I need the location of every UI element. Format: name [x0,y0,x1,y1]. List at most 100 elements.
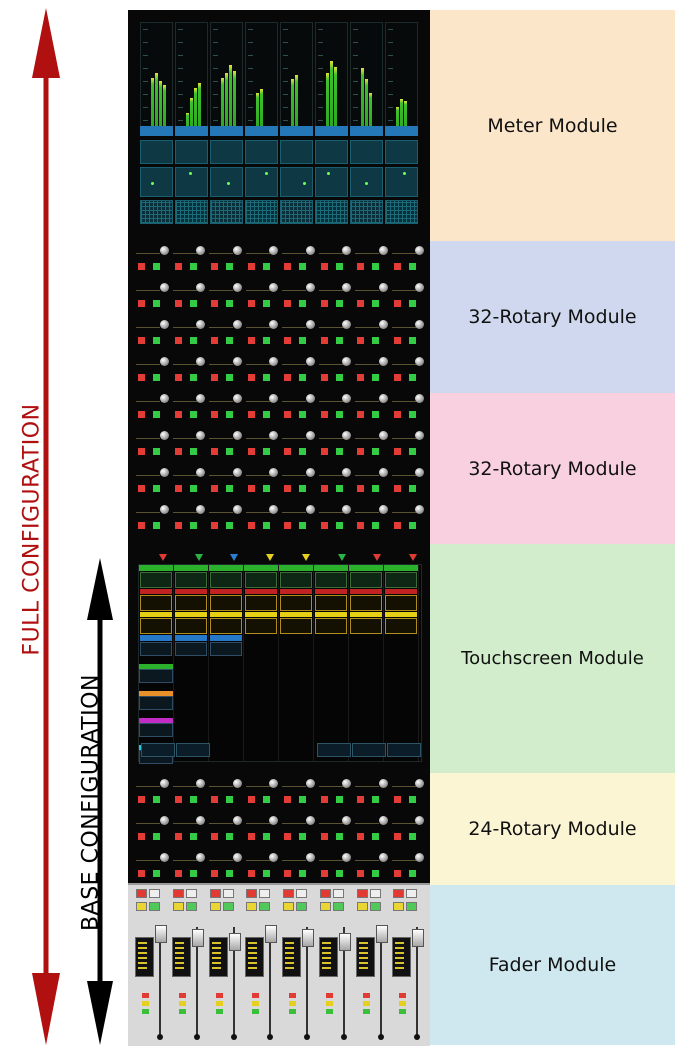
knob-icon [342,320,351,329]
level-led [399,1001,407,1006]
rotary-encoder [171,464,208,501]
fader-strip [206,889,243,1041]
mute-button [284,374,291,381]
level-led [325,1001,333,1006]
knob-icon [159,246,169,255]
select-button [299,796,306,803]
level-led [289,993,296,998]
rotary-encoder [280,279,317,316]
select-button [299,870,306,877]
scroll-arrow [368,552,386,562]
knob-icon [342,283,351,292]
rotary-encoder [244,812,281,849]
mute-button [174,522,182,529]
rotary-encoder [134,279,171,316]
fader-cap [375,925,388,943]
fader-cap [412,929,425,947]
mute-button [174,796,182,803]
scroll-arrow [136,552,154,571]
meter-bar [225,73,228,133]
mute-button [209,889,221,898]
scope-display [350,140,383,164]
mute-button [284,448,291,455]
select-button [189,411,197,418]
touchscreen-footer-button [352,743,386,757]
select-button [189,374,197,381]
rotary-encoder [134,812,171,849]
mute-button [320,411,328,418]
scribble-strip [135,937,154,977]
select-button [283,902,294,911]
rotary-encoder [353,464,390,501]
rotary-encoder [207,316,244,353]
scribble-strip [282,937,301,977]
rotary-module-label-2: 32-Rotary Module [468,457,637,480]
select-button [335,833,343,840]
solo-button [222,889,234,898]
rotary-encoder [134,775,171,812]
rotary-encoder [207,427,244,464]
scroll-arrow [225,552,243,562]
meter-bar [295,75,298,133]
rotary-module-label-1: 32-Rotary Module [468,306,637,328]
rotary-encoder [207,279,244,316]
scroll-arrow [279,552,297,571]
knob-icon [232,468,242,477]
mute-button [247,833,255,840]
knob-icon [415,505,424,514]
knob-icon [269,357,278,366]
scroll-arrow [261,552,279,562]
select-button [393,902,405,911]
select-button [153,300,160,307]
mute-button [174,263,182,270]
rec-button [149,902,160,911]
scope-display [385,140,418,164]
knob-icon [232,505,242,514]
meter-channel [140,22,173,134]
fader-cap [265,925,278,943]
select-button [335,411,343,418]
channel-name-strip [385,126,418,136]
knob-icon [269,505,278,514]
level-led [178,1009,186,1014]
mute-button [138,300,145,307]
mute-button [284,263,291,270]
rotary-encoder [317,849,354,885]
meter-bar [260,89,263,133]
select-button [189,337,197,344]
meter-bar [221,78,224,133]
mute-button [357,337,364,344]
select-button [335,522,343,529]
rotary-24-module-image [128,775,430,885]
select-button [335,374,343,381]
select-button [335,448,343,455]
rotary-encoder [390,353,427,390]
knob-icon [305,320,315,329]
mute-button [138,796,145,803]
mute-button [211,522,218,529]
mute-button [393,796,401,803]
meter-bar [256,93,259,133]
channel-name-strip [315,126,348,136]
select-button [153,485,160,492]
mute-button [357,374,364,381]
rotary-encoder [353,390,390,427]
knob-icon [342,246,351,255]
select-button [226,870,233,877]
rotary-encoder [207,353,244,390]
level-led [362,1001,370,1006]
meter-bar [396,107,399,133]
mute-button [247,263,255,270]
meter-channel [175,22,208,134]
select-button [262,411,270,418]
select-button [172,902,184,911]
level-led [289,1009,296,1014]
mute-button [393,870,401,877]
knob-icon [378,816,388,825]
channel-name-strip [280,126,313,136]
knob-icon [232,357,242,366]
knob-icon [269,468,278,477]
scope-display [280,140,313,164]
fader-module-panel: Fader Module [430,885,675,1045]
rotary-encoder [134,427,171,464]
